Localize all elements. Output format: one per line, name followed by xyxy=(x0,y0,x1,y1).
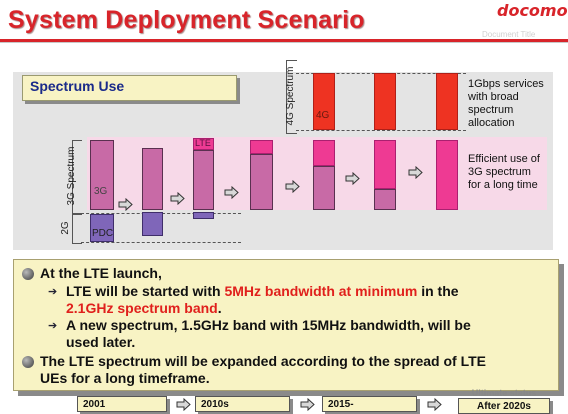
3g-description-line: for a long time xyxy=(468,179,538,191)
bullet-1-sub-2: A new spectrum, 1.5GHz band with 15MHz b… xyxy=(66,317,471,333)
docomo-logo: docomo xyxy=(497,1,568,20)
title-rule xyxy=(0,39,568,42)
3g-bar xyxy=(313,166,335,210)
pdc-bar xyxy=(193,212,214,219)
bullet-1-sub-2-cont: used later. xyxy=(66,334,136,350)
right-arrow-icon xyxy=(285,180,300,193)
title-rule-shadow xyxy=(0,42,568,43)
3g-spectrum-label: 3G Spectrum xyxy=(66,146,77,206)
4g-spectrum-label: 4G Spectrum xyxy=(285,66,296,126)
2g-bracket xyxy=(72,214,82,244)
lte-bar xyxy=(250,140,273,154)
right-arrow-icon xyxy=(176,398,191,411)
text: . xyxy=(217,300,222,316)
right-arrow-icon xyxy=(427,398,442,411)
3g-bar xyxy=(90,140,114,210)
pdc-bar xyxy=(142,212,163,236)
bullet-box xyxy=(13,259,559,391)
4g-bottom-dashed-line xyxy=(296,130,466,131)
pdc-bar-label: PDC xyxy=(92,228,114,239)
sub-bullet-arrow-icon: ➔ xyxy=(48,286,58,298)
4g-description-line: with broad xyxy=(468,91,519,103)
4g-description-line: 1Gbps services xyxy=(468,78,544,90)
4g-bar xyxy=(313,73,335,130)
ghost-document-title: Document Title xyxy=(482,30,536,39)
bullet-2-line-1: The LTE spectrum will be expanded accord… xyxy=(40,353,486,369)
4g-bar xyxy=(436,73,458,130)
timeline-2015: 2015- xyxy=(322,396,417,412)
lte-bar xyxy=(374,140,396,189)
right-arrow-icon xyxy=(345,172,360,185)
bullet-1-lead: At the LTE launch, xyxy=(40,265,162,281)
2g-label: 2G xyxy=(60,221,71,235)
bullet-2-line-2: UEs for a long timeframe. xyxy=(40,370,210,386)
pdc-bar xyxy=(90,214,114,242)
spectrum-use-box xyxy=(22,75,237,101)
text: in the xyxy=(417,283,459,299)
highlight-text: 5MHz bandwidth at minimum xyxy=(224,283,418,299)
bullet-1-sub-1: LTE will be started with 5MHz bandwidth … xyxy=(66,283,459,300)
sub-bullet-arrow-icon: ➔ xyxy=(48,320,58,332)
slide-title: System Deployment Scenario xyxy=(8,6,365,34)
3g-description-line: Efficient use of xyxy=(468,153,540,165)
bullet-icon xyxy=(22,268,34,280)
3g-bar xyxy=(193,150,214,210)
timeline-2010s: 2010s xyxy=(195,396,290,412)
right-arrow-icon xyxy=(170,192,185,205)
4g-description-line: spectrum xyxy=(468,104,514,116)
4g-bar-label: 4G xyxy=(316,110,330,121)
right-arrow-icon xyxy=(408,166,423,179)
right-arrow-icon xyxy=(118,198,133,211)
3g-description-line: 3G spectrum xyxy=(468,166,531,178)
bullet-1-sub-1-cont: 2.1GHz spectrum band. xyxy=(66,300,222,317)
4g-description-line: allocation xyxy=(468,117,515,129)
4g-spectrum-bracket xyxy=(286,60,297,134)
2g-bottom-dashed-line xyxy=(81,242,241,243)
highlight-text: 2.1GHz spectrum band xyxy=(66,300,218,316)
spectrum-use-label: Spectrum Use xyxy=(30,78,125,94)
3g-bar xyxy=(250,154,273,210)
timeline-after-2020s: After 2020s xyxy=(458,398,550,414)
3g-bar xyxy=(374,189,396,210)
lte-bar-label: LTE xyxy=(195,138,211,148)
timeline-ultimate-label: Ultimate status xyxy=(471,388,537,398)
text: LTE will be started with xyxy=(66,283,225,299)
lte-bar xyxy=(313,140,335,166)
4g-description: 1Gbps services with broad spectrum alloc… xyxy=(468,78,544,130)
right-arrow-icon xyxy=(300,398,315,411)
3g-bar-label: 3G xyxy=(94,186,108,197)
right-arrow-icon xyxy=(224,186,239,199)
bullet-icon xyxy=(22,356,34,368)
lte-bar xyxy=(193,138,214,150)
timeline-2001: 2001 xyxy=(77,396,167,412)
3g-bar xyxy=(142,148,163,210)
4g-bar xyxy=(374,73,396,130)
3g-spectrum-bracket xyxy=(72,140,82,214)
3g-description: Efficient use of 3G spectrum for a long … xyxy=(468,153,540,192)
lte-bar xyxy=(436,140,458,210)
